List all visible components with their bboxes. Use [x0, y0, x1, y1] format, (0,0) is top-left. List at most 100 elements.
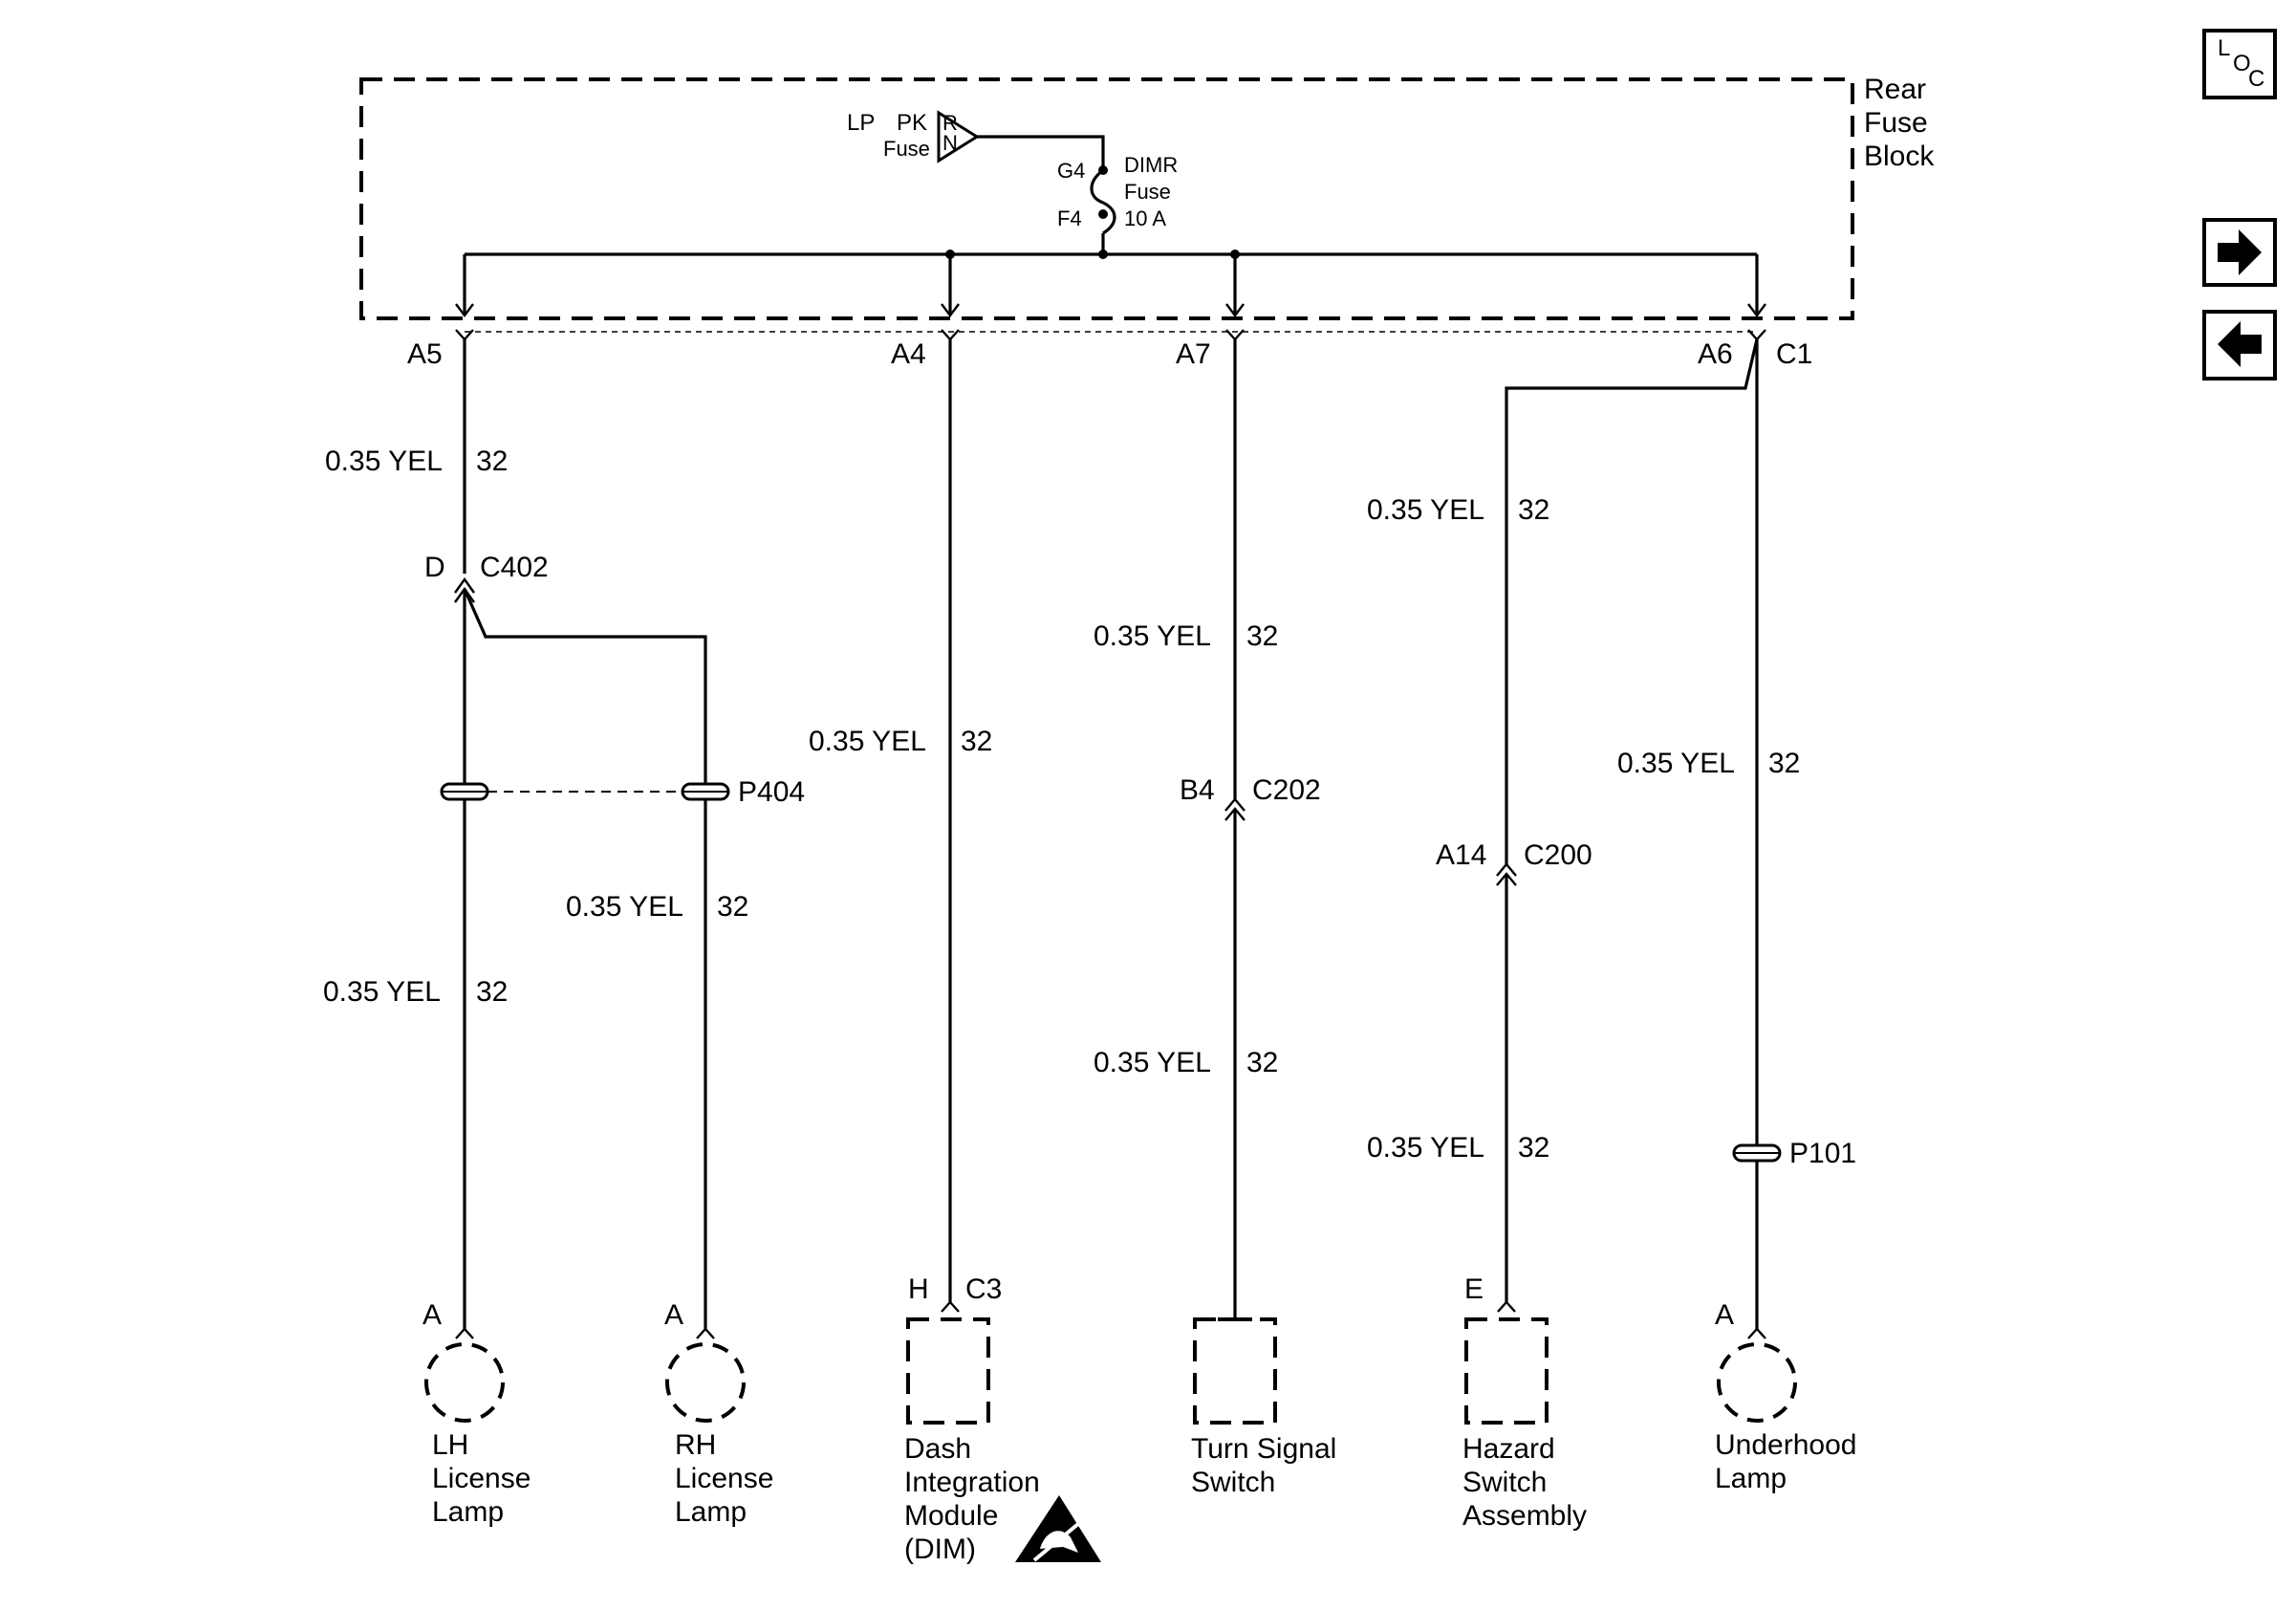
circuit-lh-license-lamp: 0.35 YEL 32 D C402 P404 0.35 YEL 32 0.35… — [323, 329, 805, 1528]
lh-lamp-label-line-2: License — [432, 1463, 531, 1494]
terminal-arrow-a4 — [941, 303, 960, 317]
c202-connector-icon — [1224, 797, 1245, 812]
loc-letter-o: O — [2233, 51, 2251, 76]
c200-label: C200 — [1524, 839, 1592, 871]
wire-a6-hazard — [1505, 338, 1759, 864]
pk-label: PK — [897, 110, 927, 136]
hazard-pin: E — [1464, 1273, 1484, 1305]
fuse-block-label-line-1: Rear — [1864, 74, 1926, 105]
circuit-number: 32 — [717, 891, 748, 923]
circuit-number: 32 — [476, 446, 508, 477]
dimr-label-line-3: 10 A — [1124, 207, 1166, 230]
circuit-number: 32 — [1518, 1132, 1549, 1164]
dim-pin: H — [908, 1273, 929, 1305]
terminal-c1: C1 — [1776, 338, 1812, 370]
circuit-number: 32 — [1768, 748, 1800, 779]
wire-label: 0.35 YEL — [1094, 620, 1211, 652]
circuit-turn-signal: 0.35 YEL 32 B4 C202 0.35 YEL 32 Turn Sig… — [1094, 329, 1336, 1498]
rh-lamp-pin: A — [664, 1299, 683, 1331]
dim-module-icon — [906, 1317, 990, 1425]
wire-label: 0.35 YEL — [1367, 494, 1484, 526]
hazard-switch-icon — [1464, 1317, 1549, 1425]
c402-connector-icon — [454, 577, 475, 594]
lh-lamp-label-line-3: Lamp — [432, 1496, 504, 1528]
c202-label: C202 — [1252, 774, 1321, 806]
turn-switch-label-line-1: Turn Signal — [1191, 1433, 1336, 1465]
fuse-feed-label: Fuse — [883, 137, 930, 161]
wire-label: 0.35 YEL — [809, 726, 926, 757]
dim-pin-arrow — [941, 1300, 960, 1313]
back-button[interactable] — [2202, 310, 2277, 381]
fuse-block-outline — [359, 77, 1854, 320]
wire-label: 0.35 YEL — [566, 891, 683, 923]
dimr-fuse-icon — [1090, 168, 1116, 235]
terminal-v-c1 — [1747, 329, 1766, 341]
bus-splice-2 — [1098, 250, 1108, 259]
arrow-left-icon — [2218, 321, 2262, 367]
hazard-pin-arrow — [1497, 1300, 1516, 1313]
hazard-label-line-2: Switch — [1462, 1467, 1547, 1498]
rh-license-lamp-icon — [665, 1342, 746, 1423]
f4-terminal-dot — [1098, 209, 1108, 219]
fuse-block-label-line-2: Fuse — [1864, 107, 1928, 139]
dim-label-line-1: Dash — [904, 1433, 971, 1465]
rh-lamp-label-line-3: Lamp — [675, 1496, 747, 1528]
forward-button[interactable] — [2202, 218, 2277, 287]
circuit-dim: 0.35 YEL 32 H C3 Dash Integration Module… — [809, 329, 1101, 1565]
circuit-number: 32 — [1246, 1047, 1278, 1078]
circuit-hazard-switch: 0.35 YEL 32 A14 C200 0.35 YEL 32 E Hazar… — [1367, 338, 1759, 1532]
feed-letter-r: R — [942, 111, 958, 135]
terminal-arrow-a5 — [455, 303, 474, 317]
dim-label-line-4: (DIM) — [904, 1534, 976, 1565]
c202-pin: B4 — [1180, 774, 1215, 806]
dim-label-line-2: Integration — [904, 1467, 1040, 1498]
terminal-a5: A5 — [407, 338, 443, 370]
wire-label: 0.35 YEL — [325, 446, 443, 477]
terminal-a7: A7 — [1176, 338, 1211, 370]
lh-lamp-pin-arrow — [455, 1327, 474, 1339]
rh-lamp-label-line-2: License — [675, 1463, 773, 1494]
c200-pin: A14 — [1436, 839, 1486, 871]
lh-lamp-pin: A — [422, 1299, 442, 1331]
loc-button[interactable]: L O C — [2202, 29, 2277, 99]
c402-label: C402 — [480, 552, 549, 583]
underhood-label-line-2: Lamp — [1715, 1463, 1787, 1494]
circuit-number: 32 — [961, 726, 992, 757]
feed-connector-icon — [937, 110, 980, 163]
loc-letter-c: C — [2248, 66, 2264, 92]
g4-label: G4 — [1057, 159, 1085, 183]
feed-letter-n: N — [942, 131, 958, 155]
turn-switch-label-line-2: Switch — [1191, 1467, 1275, 1498]
f4-label: F4 — [1057, 207, 1082, 230]
underhood-pin-arrow — [1747, 1327, 1766, 1339]
circuit-number: 32 — [1518, 494, 1549, 526]
terminal-a6: A6 — [1698, 338, 1733, 370]
turn-signal-switch-icon — [1193, 1317, 1277, 1425]
lh-license-lamp-icon — [424, 1342, 505, 1423]
circuit-underhood-lamp: 0.35 YEL 32 P101 A Underhood Lamp — [1617, 329, 1856, 1494]
rh-lamp-pin-arrow — [696, 1327, 715, 1339]
esd-warning-icon — [1015, 1495, 1101, 1562]
lh-lamp-label-line-1: LH — [432, 1429, 468, 1461]
terminal-arrow-a7 — [1225, 303, 1245, 317]
feed-wire — [977, 135, 1105, 170]
dim-connector: C3 — [965, 1273, 1002, 1305]
arrow-right-icon — [2218, 229, 2262, 275]
circuit-number: 32 — [1246, 620, 1278, 652]
wire-label: 0.35 YEL — [323, 976, 441, 1008]
wire-c402-branch-rh — [463, 588, 707, 1329]
lp-label: LP — [847, 110, 875, 136]
underhood-lamp-icon — [1717, 1342, 1797, 1423]
terminal-arrow-a6 — [1747, 303, 1766, 317]
underhood-pin: A — [1715, 1299, 1734, 1331]
dim-label-line-3: Module — [904, 1500, 998, 1532]
loc-letter-l: L — [2218, 35, 2230, 61]
c200-connector-icon — [1496, 862, 1517, 877]
dimr-label-line-1: DIMR — [1124, 153, 1178, 177]
hazard-label-line-3: Assembly — [1462, 1500, 1587, 1532]
dimr-label-line-2: Fuse — [1124, 180, 1171, 204]
fuse-block-label-line-3: Block — [1864, 141, 1935, 172]
circuit-number: 32 — [476, 976, 508, 1008]
rh-lamp-label-line-1: RH — [675, 1429, 716, 1461]
